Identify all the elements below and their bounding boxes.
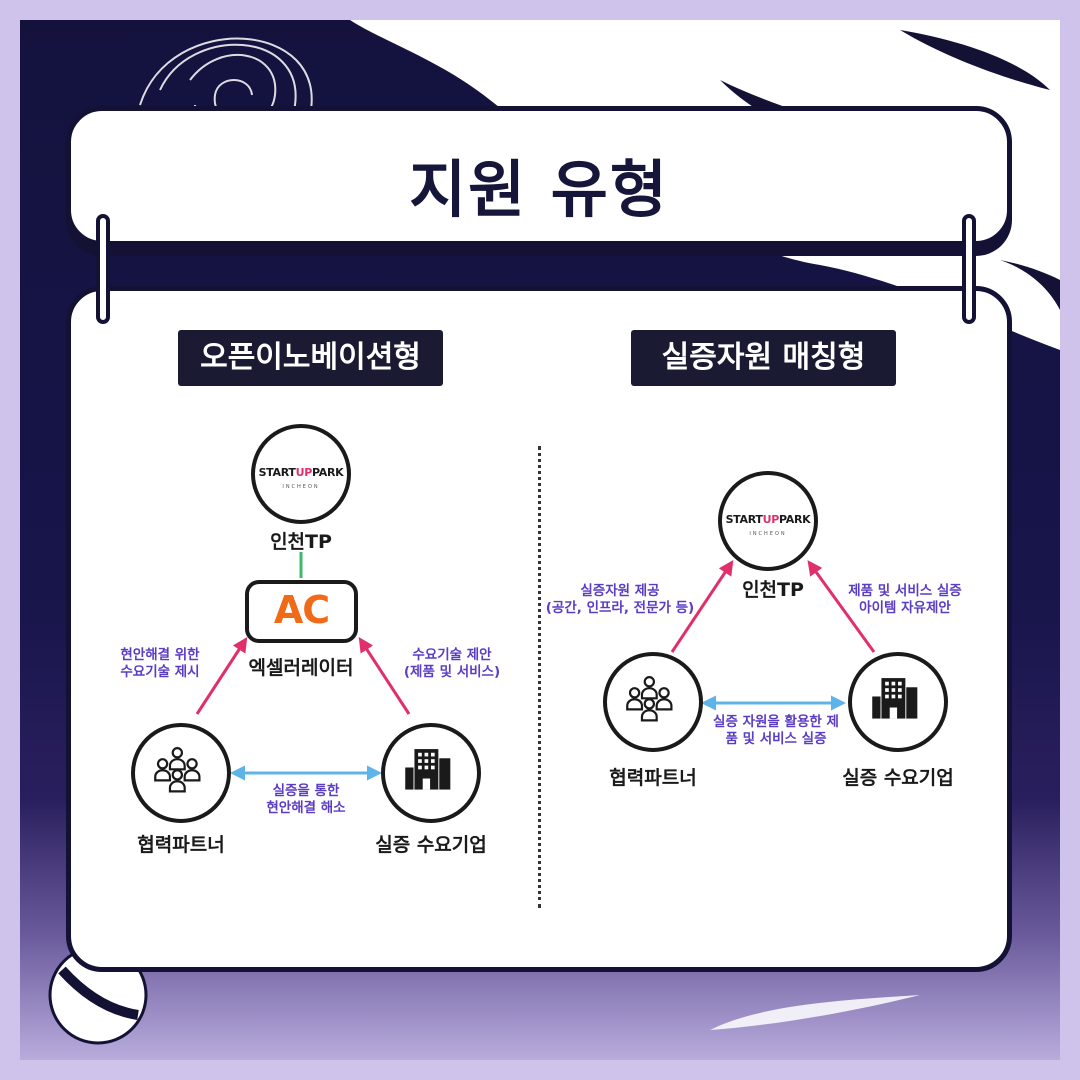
left-partner-label: 협력파트너 [137,834,225,856]
left-partner-node [131,723,231,823]
right-note-left: 실증자원 제공 (공간, 인프라, 전문가 등) [545,583,695,616]
brush-decoration-4 [710,995,920,1030]
right-partner-node [603,652,703,752]
left-company-label: 실증 수요기업 [375,834,487,856]
right-note-right: 제품 및 서비스 실증 아이템 자유제안 [848,583,962,616]
ac-box: AC [245,580,358,643]
logo-sub-text: INCHEON [282,484,320,490]
left-arrow-partner-to-ac [195,636,248,715]
left-note-bottom: 실증을 통한 현안해결 해소 [266,783,346,816]
right-company-node [848,652,948,752]
section-divider [538,446,541,908]
right-company-label: 실증 수요기업 [842,767,954,789]
binder-ring-left [96,214,110,324]
left-note-left: 현안해결 위한 수요기술 제시 [120,647,200,680]
right-partner-label: 협력파트너 [609,767,697,789]
title-board: 지원 유형 [66,106,1012,246]
left-arrow-company-to-ac [358,636,411,715]
brush-decoration-3 [1000,260,1060,310]
left-tp-logo: STARTUPPARK INCHEON [251,424,351,524]
people-group-icon [626,676,673,722]
left-tp-label: 인천TP [270,531,332,553]
people-group-icon [154,747,201,793]
page-title: 지원 유형 [409,153,669,226]
right-tp-logo: STARTUPPARK INCHEON [718,471,818,571]
right-arrow-partner-to-tp [670,560,734,653]
ac-logo-text: AC [273,588,330,632]
right-section-tag: 실증자원 매칭형 [631,330,896,386]
ac-label: 엑셀러레이터 [248,657,354,679]
logo-main-text: STARTUPPARK [725,513,811,526]
building-icon [405,749,451,790]
binder-ring-right [962,214,976,324]
building-icon [872,678,918,719]
right-arrow-company-to-tp [807,560,876,653]
logo-main-text: STARTUPPARK [258,466,344,479]
logo-sub-text: INCHEON [749,531,787,537]
right-tp-label: 인천TP [742,579,804,601]
left-note-right: 수요기술 제안 (제품 및 서비스) [403,647,501,680]
left-company-node [381,723,481,823]
right-note-middle: 실증 자원을 활용한 제 품 및 서비스 실증 [713,714,839,747]
left-section-tag: 오픈이노베이션형 [178,330,443,386]
brush-decoration-1 [900,30,1050,90]
moon-stroke-decoration [58,966,139,1020]
